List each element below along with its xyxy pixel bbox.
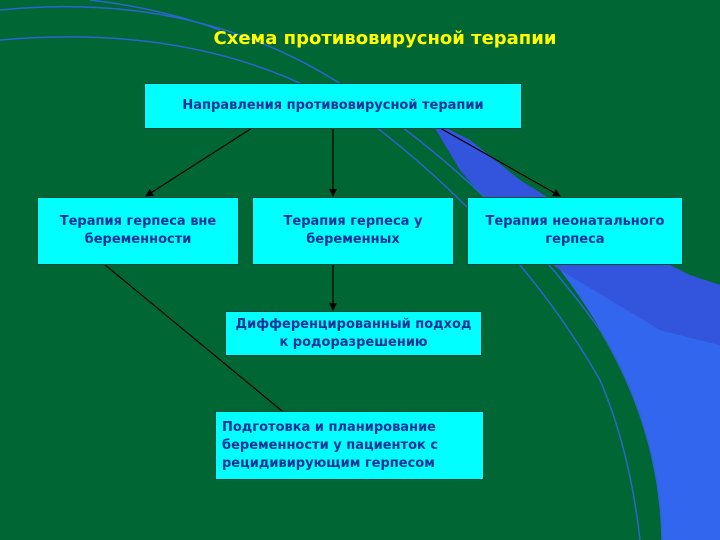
arrow-main-to-neonatal [439, 127, 561, 197]
box-main-directions-label: Направления противовирусной терапии [182, 98, 484, 113]
box-pregnancy-planning-label: Подготовка и планирование беременности у… [222, 419, 439, 471]
decorative-arc-top [89, 0, 221, 31]
box-pregnancy-planning: Подготовка и планирование беременности у… [215, 411, 484, 480]
box-therapy-pregnant: Терапия герпеса у беременных [252, 197, 454, 265]
decorative-arc-inner [0, 36, 641, 540]
box-therapy-neonatal: Терапия неонатального герпеса [467, 197, 683, 265]
arrow-main-to-non-pregnant [145, 127, 253, 197]
line-non-pregnant-to-planning [103, 263, 283, 412]
box-therapy-neonatal-label: Терапия неонатального герпеса [485, 214, 665, 247]
box-therapy-non-pregnant: Терапия герпеса вне беременности [37, 197, 239, 265]
box-therapy-non-pregnant-label: Терапия герпеса вне беременности [59, 214, 217, 247]
decorative-arc-outer [0, 5, 663, 540]
box-main-directions: Направления противовирусной терапии [144, 83, 522, 129]
page-title: Схема противовирусной терапии [213, 28, 557, 49]
box-delivery-approach: Дифференцированный подход к родоразрешен… [225, 311, 482, 356]
box-therapy-pregnant-label: Терапия герпеса у беременных [283, 214, 423, 247]
box-delivery-approach-label: Дифференцированный подход к родоразрешен… [235, 316, 472, 350]
blue-curve-band [560, 270, 720, 540]
